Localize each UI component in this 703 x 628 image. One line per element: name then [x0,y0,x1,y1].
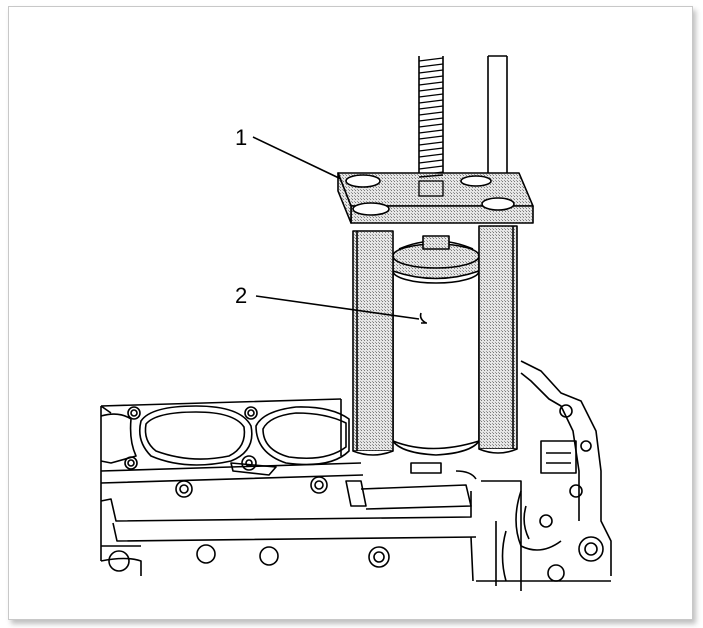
right-leg [478,225,518,454]
engine-block [100,360,612,591]
left-leg [352,230,394,456]
puller-tool-diagram: 1 2 [100,55,612,591]
bridge-plate [337,172,534,224]
illustration-frame: 1 2 [8,6,693,620]
callout-2-leader [255,295,420,320]
callout-2-label: 2 [235,283,247,308]
callout-1-label: 1 [235,125,247,150]
callout-1-leader [252,136,342,180]
puller-cup [392,235,480,456]
